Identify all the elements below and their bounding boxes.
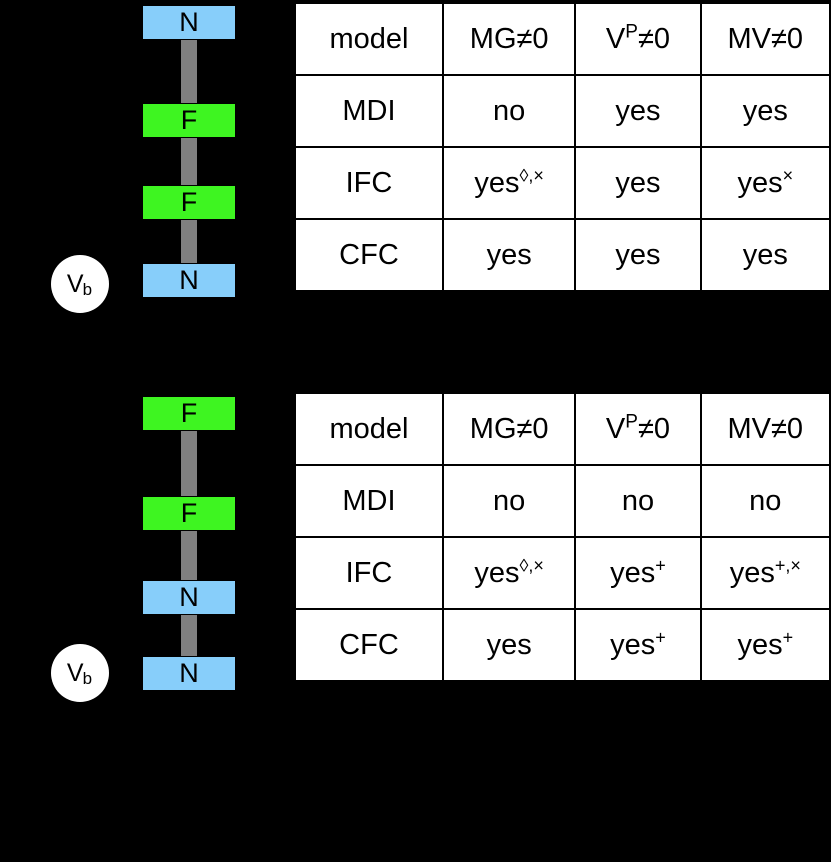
spacer-bar <box>181 612 197 658</box>
cell-vp-text: yes <box>610 628 656 661</box>
cell-model: MDI <box>294 74 444 148</box>
comparison-table-top: model MG≠0 VP≠0 MV≠0 MDI no yes yes IFC … <box>294 2 831 292</box>
layer-block-f: F <box>142 496 236 531</box>
spacer-bar <box>181 218 197 265</box>
cell-model: MDI <box>294 464 444 538</box>
cell-mv: yes+,× <box>699 536 831 610</box>
cell-model: IFC <box>294 146 444 220</box>
table-row: CFC yes yes+ yes+ <box>294 608 831 682</box>
cell-vp-text: yes <box>615 166 661 199</box>
header-model: model <box>294 2 444 76</box>
comparison-table-bottom: model MG≠0 VP≠0 MV≠0 MDI no no no IFC ye… <box>294 392 831 682</box>
layer-block-n: N <box>142 656 236 691</box>
cell-vp: yes <box>574 218 702 292</box>
cell-vp-text: yes <box>610 556 656 589</box>
cell-mg-text: no <box>493 484 526 517</box>
cell-vp: no <box>574 464 702 538</box>
layer-block-n: N <box>142 263 236 298</box>
table-row: IFC yes◊,× yes yes× <box>294 146 831 220</box>
table-row: MDI no no no <box>294 464 831 538</box>
cell-mv-text: yes <box>737 628 783 661</box>
cell-vp-text: yes <box>615 94 661 127</box>
cell-mg-text: no <box>493 94 526 127</box>
header-mv-text: MV≠0 <box>727 22 804 55</box>
table-header-row: model MG≠0 VP≠0 MV≠0 <box>294 392 831 466</box>
table-row: CFC yes yes yes <box>294 218 831 292</box>
header-mg: MG≠0 <box>441 2 577 76</box>
cell-mg-text: yes <box>486 238 532 271</box>
cell-mv-marker: × <box>782 164 794 185</box>
header-vp-base: V <box>605 22 626 55</box>
cell-mv-text: yes <box>742 238 788 271</box>
cell-mv-text: yes <box>737 166 783 199</box>
header-vp-superscript: P <box>625 20 638 42</box>
cell-mg-text: yes <box>474 556 520 589</box>
header-vp-superscript: P <box>625 410 638 432</box>
cell-mg: no <box>441 464 577 538</box>
header-model: model <box>294 392 444 466</box>
cell-mg: yes◊,× <box>441 536 577 610</box>
header-mg-text: MG≠0 <box>469 412 549 445</box>
cell-mv-text: yes <box>742 94 788 127</box>
cell-model: CFC <box>294 218 444 292</box>
bias-voltage-symbol: V <box>66 658 84 687</box>
cell-vp-text: yes <box>615 238 661 271</box>
cell-model: IFC <box>294 536 444 610</box>
cell-model: CFC <box>294 608 444 682</box>
header-mv: MV≠0 <box>699 2 831 76</box>
cell-mv-marker: +,× <box>774 554 801 575</box>
header-vp-suffix: ≠0 <box>637 412 670 445</box>
bias-voltage-subscript: b <box>82 280 93 299</box>
header-vp: VP≠0 <box>574 392 702 466</box>
header-mg-text: MG≠0 <box>469 22 549 55</box>
cell-vp-marker: + <box>655 554 666 575</box>
layer-block-f: F <box>142 185 236 220</box>
cell-vp: yes <box>574 74 702 148</box>
cell-vp-text: no <box>621 484 655 517</box>
spacer-bar <box>181 38 197 105</box>
table-header-row: model MG≠0 VP≠0 MV≠0 <box>294 2 831 76</box>
cell-mv: yes <box>699 218 831 292</box>
cell-mg: yes <box>441 218 577 292</box>
layer-block-n: N <box>142 580 236 615</box>
cell-mg: yes◊,× <box>441 146 577 220</box>
cell-mg-marker: ◊,× <box>519 164 544 185</box>
header-vp-suffix: ≠0 <box>637 22 670 55</box>
bias-voltage-subscript: b <box>82 669 93 688</box>
layer-block-n: N <box>142 5 236 40</box>
cell-mv: yes <box>699 74 831 148</box>
cell-mv-text: yes <box>729 556 775 589</box>
cell-mg-text: yes <box>474 166 520 199</box>
cell-mg-marker: ◊,× <box>519 554 544 575</box>
cell-mv: no <box>699 464 831 538</box>
layer-block-f: F <box>142 396 236 431</box>
spacer-bar <box>181 136 197 187</box>
cell-mv-marker: + <box>782 626 794 647</box>
cell-mg: no <box>441 74 577 148</box>
cell-mg-text: yes <box>486 628 532 661</box>
spacer-bar <box>181 429 197 497</box>
header-mv-text: MV≠0 <box>727 412 804 445</box>
cell-vp: yes <box>574 146 702 220</box>
header-mv: MV≠0 <box>699 392 831 466</box>
cell-mv: yes× <box>699 146 831 220</box>
cell-mg: yes <box>441 608 577 682</box>
header-mg: MG≠0 <box>441 392 577 466</box>
bias-voltage-symbol: V <box>66 269 84 298</box>
layer-block-f: F <box>142 103 236 138</box>
cell-mv-text: no <box>749 484 782 517</box>
cell-vp-marker: + <box>655 626 666 647</box>
table-row: IFC yes◊,× yes+ yes+,× <box>294 536 831 610</box>
header-vp: VP≠0 <box>574 2 702 76</box>
spacer-bar <box>181 529 197 581</box>
cell-mv: yes+ <box>699 608 831 682</box>
table-row: MDI no yes yes <box>294 74 831 148</box>
header-vp-base: V <box>605 412 626 445</box>
cell-vp: yes+ <box>574 608 702 682</box>
cell-vp: yes+ <box>574 536 702 610</box>
